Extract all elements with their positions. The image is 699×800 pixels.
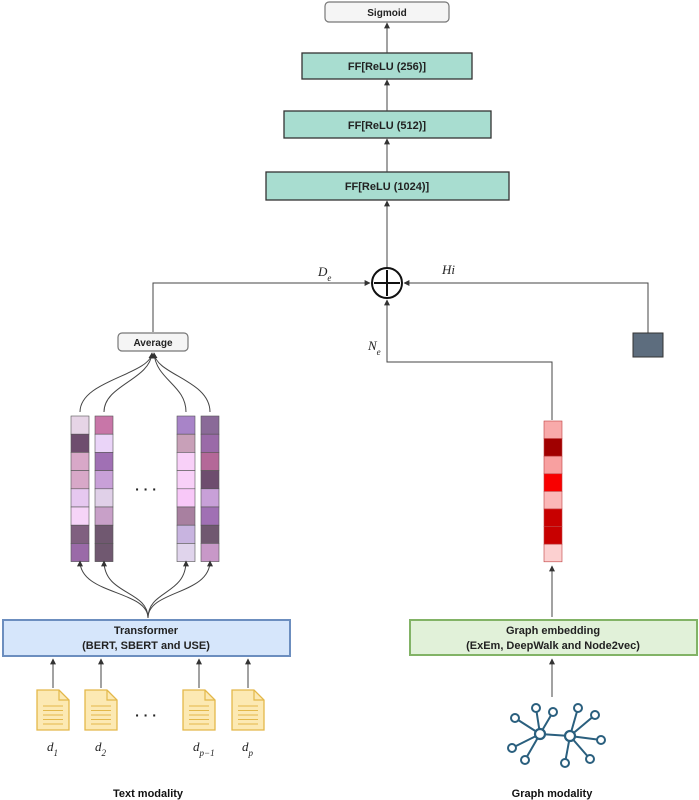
document-3: dp−1: [182, 658, 216, 758]
sigmoid-layer: Sigmoid: [324, 1, 450, 23]
vector-cell: [94, 543, 114, 562]
transformer-title: Transformer: [114, 625, 179, 637]
vector-cell: [200, 543, 220, 562]
sum-operator: [371, 267, 403, 299]
graph-vector-cell: [543, 526, 563, 545]
document-4: dp: [231, 658, 265, 758]
text-modality-caption: Text modality: [113, 788, 184, 800]
hi-connector: [403, 280, 649, 333]
graph-vector-cell: [543, 491, 563, 510]
document-2: d2: [84, 658, 118, 758]
de-connector: [152, 280, 371, 332]
document-1: d1: [36, 658, 70, 758]
vector-cell: [200, 488, 220, 508]
transformer-block: Transformer (BERT, SBERT and USE): [2, 619, 291, 657]
ff-relu-256-label: FF[ReLU (256)]: [348, 61, 427, 73]
vector-cell: [94, 506, 114, 526]
graph-node: [507, 743, 517, 753]
vector-cell: [94, 470, 114, 490]
graph-node: [548, 707, 558, 717]
text-embedding-vectors: [70, 415, 220, 562]
ff-relu-1024-layer: FF[ReLU (1024)]: [265, 171, 510, 201]
vector-cell: [200, 433, 220, 453]
vector-cell: [94, 452, 114, 471]
vector-cell: [200, 506, 220, 526]
graph-node: [560, 758, 570, 768]
graph-vector-cell: [543, 455, 563, 475]
document-label: d1: [47, 739, 58, 758]
graph-node: [596, 735, 606, 745]
graph-node: [585, 754, 595, 764]
ff-relu-512-layer: FF[ReLU (512)]: [283, 110, 492, 139]
vector-cell: [94, 433, 114, 453]
graph-embedding-block: Graph embedding (ExEm, DeepWalk and Node…: [409, 619, 698, 656]
vector-cell: [176, 452, 196, 471]
vector-cell: [70, 524, 90, 544]
vector-cell: [176, 470, 196, 490]
vector-cell: [176, 488, 196, 508]
documents-ellipsis: · · ·: [135, 707, 157, 723]
vector-cell: [70, 470, 90, 490]
transformer-models: (BERT, SBERT and USE): [82, 640, 210, 652]
vector-cell: [94, 488, 114, 508]
sigmoid-label: Sigmoid: [367, 8, 406, 19]
vector-cell: [70, 433, 90, 453]
ff-relu-1024-label: FF[ReLU (1024)]: [345, 181, 430, 193]
vector-cell: [200, 415, 220, 435]
graph-vector-cell: [543, 473, 563, 492]
vectors-to-average-curves: [79, 352, 211, 413]
graph-vector-cell: [543, 420, 563, 439]
network-graph-icon: [507, 703, 606, 768]
graph-embedding-vector: [543, 420, 563, 563]
transformer-to-vectors-curves: [77, 560, 213, 619]
graph-node: [510, 713, 520, 723]
document-label: dp: [242, 739, 254, 758]
text-vector-3: [176, 415, 196, 562]
hi-vector-square: [632, 332, 664, 358]
graph-node: [590, 710, 600, 720]
document-label: dp−1: [193, 739, 215, 758]
ff-relu-512-label: FF[ReLU (512)]: [348, 120, 427, 132]
text-vector-4: [200, 415, 220, 562]
graph-node: [520, 755, 530, 765]
vector-cell: [70, 506, 90, 526]
vector-cell: [70, 488, 90, 508]
vector-cell: [176, 543, 196, 562]
average-label: Average: [133, 338, 173, 349]
document-label: d2: [95, 739, 107, 758]
vector-cell: [176, 506, 196, 526]
vector-cell: [200, 470, 220, 490]
graph-hub-node: [533, 727, 547, 741]
vector-cell: [70, 452, 90, 471]
graph-vector-cell: [543, 543, 563, 563]
ne-symbol: Ne: [367, 338, 381, 357]
graph-vector-cell: [543, 508, 563, 527]
de-symbol: De: [317, 264, 331, 283]
text-vector-2: [94, 415, 114, 562]
vector-cell: [176, 433, 196, 453]
text-vector-1: [70, 415, 90, 562]
vector-cell: [70, 415, 90, 435]
vector-cell: [70, 543, 90, 562]
graph-hub-node: [563, 729, 577, 743]
graph-modality-caption: Graph modality: [512, 788, 594, 800]
vector-cell: [176, 524, 196, 544]
ne-connector: [384, 299, 553, 420]
vector-cell: [176, 415, 196, 435]
graph-node: [573, 703, 583, 713]
ff-relu-256-layer: FF[ReLU (256)]: [301, 52, 473, 80]
graph-embedding-title: Graph embedding: [506, 625, 600, 637]
vector-cell: [200, 524, 220, 544]
vectors-ellipsis: · · ·: [135, 481, 157, 497]
vector-cell: [94, 415, 114, 435]
vector-cell: [200, 452, 220, 471]
hi-symbol: Hi: [441, 262, 455, 277]
vector-cell: [94, 524, 114, 544]
average-layer: Average: [117, 332, 189, 352]
graph-embedding-methods: (ExEm, DeepWalk and Node2vec): [466, 640, 640, 652]
graph-node: [531, 703, 541, 713]
graph-vector-cell: [543, 438, 563, 457]
document-list: d1 d2 dp−1 dp: [36, 658, 265, 758]
